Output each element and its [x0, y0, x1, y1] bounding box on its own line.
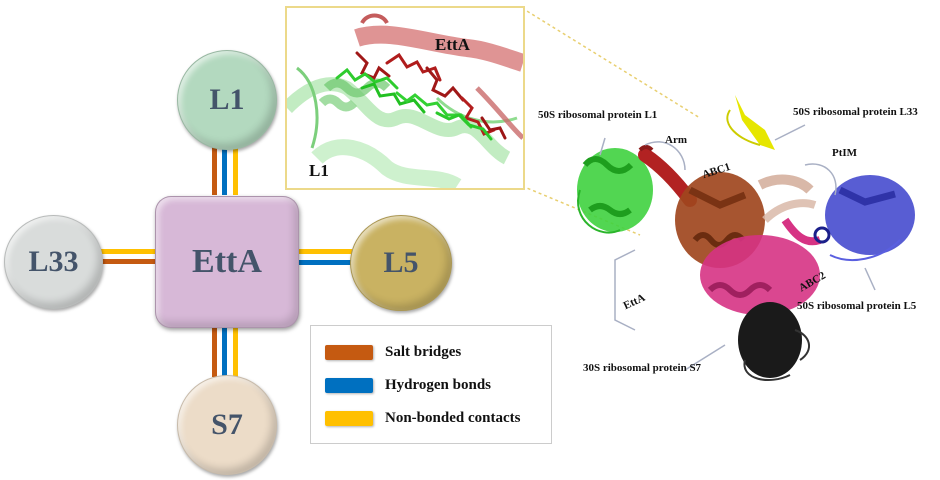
legend-label: Hydrogen bonds [385, 377, 492, 393]
node-l1-label: L1 [209, 83, 245, 116]
node-s7-label: S7 [211, 408, 243, 441]
pointer-s7 [684, 344, 726, 371]
inset-label-etta: EttA [435, 35, 471, 54]
node-l5-label: L5 [383, 246, 419, 279]
legend-item-salt-bridges: Salt bridges [325, 344, 461, 361]
inset-label-l1: L1 [309, 161, 329, 180]
label-50s-l33: 50S ribosomal protein L33 [793, 106, 918, 118]
bond-l1-hydrogen-bond [222, 145, 227, 195]
label-ptim: PtIM [832, 147, 858, 159]
legend-swatch-non-bonded-contacts [325, 411, 373, 426]
structure-annotation-lines [599, 124, 876, 371]
label-arm: Arm [665, 134, 687, 146]
inset-etta-ribbon [354, 13, 523, 140]
bond-l33-non-bonded [100, 249, 156, 254]
node-s7: S7 [177, 375, 277, 475]
legend-item-non-bonded-contacts: Non-bonded contacts [325, 410, 520, 427]
legend-label: Salt bridges [385, 344, 462, 360]
node-l33: L33 [4, 215, 103, 309]
label-50s-l5: 50S ribosomal protein L5 [797, 300, 917, 312]
bond-l1-non-bonded [233, 145, 238, 195]
structure-l1-domain [577, 148, 653, 234]
node-l5: L5 [350, 215, 452, 311]
bracket-ptim [804, 163, 837, 196]
label-50s-l1: 50S ribosomal protein L1 [538, 109, 658, 121]
inset-contact-sticks [335, 51, 507, 141]
bond-l1-salt-bridge [212, 145, 217, 195]
bond-l33-salt-bridge [100, 259, 156, 264]
legend-label: Non-bonded contacts [385, 410, 521, 426]
legend-swatch-salt-bridges [325, 345, 373, 360]
node-l33-label: L33 [28, 245, 79, 278]
bond-l5-non-bonded [296, 249, 352, 254]
structure-render [577, 95, 915, 381]
pointer-l33 [774, 124, 806, 141]
label-30s-s7: 30S ribosomal protein S7 [583, 362, 702, 374]
structure-l33-domain [726, 95, 775, 150]
legend-item-hydrogen-bonds: Hydrogen bonds [325, 377, 491, 394]
bond-s7-hydrogen-bond [222, 325, 227, 377]
structure-l5-domain [813, 175, 915, 261]
center-node-label: EttA [192, 243, 262, 280]
pointer-l5 [864, 267, 876, 291]
inset-structure-render: EttA L1 [287, 13, 523, 188]
bond-s7-non-bonded [233, 325, 238, 377]
structure-s7-domain [738, 302, 810, 381]
node-l1: L1 [177, 50, 277, 150]
pointer-l1 [599, 137, 606, 156]
center-node-etta: EttA [155, 196, 299, 328]
bond-s7-salt-bridge [212, 325, 217, 377]
inset-closeup: EttA L1 [285, 6, 525, 190]
legend-swatch-hydrogen-bonds [325, 378, 373, 393]
bond-l5-hydrogen-bond [296, 260, 352, 265]
zoom-line-top [521, 7, 701, 119]
bracket-etta [614, 249, 636, 331]
bracket-arm [644, 141, 686, 171]
structure-ptim-domain [757, 174, 817, 223]
legend: Salt bridges Hydrogen bonds Non-bonded c… [310, 325, 552, 444]
